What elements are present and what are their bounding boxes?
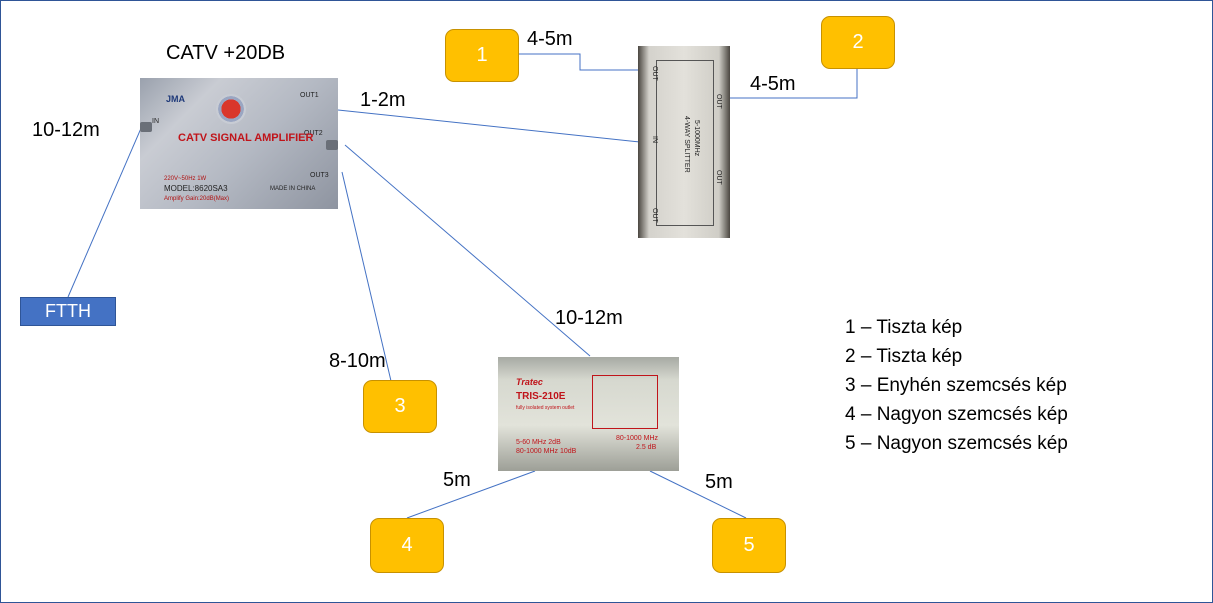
outlet-spec4: 2.5 dB xyxy=(636,444,657,451)
splitter-freq: 5-1000MHz xyxy=(693,120,700,157)
length-amp-3: 8-10m xyxy=(329,350,386,372)
amp-port-in-icon xyxy=(140,122,152,132)
amp-logo-icon xyxy=(216,94,246,124)
amp-out2-label: OUT2 xyxy=(304,130,323,137)
amplifier-image: JMA IN OUT1 OUT2 OUT3 CATV SIGNAL AMPLIF… xyxy=(140,78,338,209)
ftth-node: FTTH xyxy=(20,297,116,326)
outlet-desc: fully isolated system outlet xyxy=(516,405,575,411)
splitter-image: 4-WAY SPLITTER 5-1000MHz IN OUT OUT OUT … xyxy=(638,46,730,238)
line-splitter-1 xyxy=(518,53,640,71)
tv-box-5: 5 xyxy=(712,518,786,573)
legend-item: 4 – Nagyon szemcsés kép xyxy=(845,404,1068,425)
tv-box-1: 1 xyxy=(445,29,519,82)
splitter-out-d: OUT xyxy=(715,170,722,185)
legend: 1 – Tiszta kép 2 – Tiszta kép 3 – Enyhén… xyxy=(845,313,1068,458)
length-outlet-4: 5m xyxy=(443,469,471,491)
tv-box-4: 4 xyxy=(370,518,444,573)
outlet-spec3: 80-1000 MHz xyxy=(616,435,659,442)
splitter-in: IN xyxy=(651,136,658,143)
length-ftth-amp: 10-12m xyxy=(32,119,100,141)
line-amp-outlet xyxy=(344,144,591,357)
legend-item: 5 – Nagyon szemcsés kép xyxy=(845,433,1068,454)
amp-gain: Amplify Gain:20dB(Max) xyxy=(164,196,230,202)
splitter-out-a: OUT xyxy=(651,66,658,81)
amp-model: MODEL:8620SA3 xyxy=(164,184,228,193)
amp-out3-label: OUT3 xyxy=(310,172,329,179)
outlet-model: TRIS-210E xyxy=(516,391,566,402)
outlet-spec1: 5-60 MHz 2dB xyxy=(516,439,561,446)
amp-made: MADE IN CHINA xyxy=(270,186,316,192)
splitter-name: 4-WAY SPLITTER xyxy=(683,116,690,173)
legend-item: 3 – Enyhén szemcsés kép xyxy=(845,375,1067,396)
amp-brand: JMA xyxy=(166,94,186,104)
amp-out1-label: OUT1 xyxy=(300,92,319,99)
amp-title: CATV SIGNAL AMPLIFIER xyxy=(178,132,314,144)
length-splitter-2: 4-5m xyxy=(750,73,796,95)
line-amp-splitter xyxy=(337,109,641,143)
splitter-frame xyxy=(656,60,714,226)
length-outlet-5: 5m xyxy=(705,471,733,493)
tv-box-2: 2 xyxy=(821,16,895,69)
splitter-out-b: OUT xyxy=(651,208,658,223)
outlet-image: Tratec TRIS-210E fully isolated system o… xyxy=(498,357,679,471)
outlet-schematic-icon xyxy=(592,375,658,429)
length-splitter-1: 4-5m xyxy=(527,28,573,50)
line-ftth-amp xyxy=(67,125,143,298)
line-amp-3 xyxy=(341,171,392,382)
line-outlet-5 xyxy=(649,470,747,519)
length-amp-splitter: 1-2m xyxy=(360,89,406,111)
amp-power: 220V~50Hz 1W xyxy=(164,176,207,182)
amp-port-out2-icon xyxy=(326,140,338,150)
outlet-spec2: 80-1000 MHz 10dB xyxy=(516,448,577,455)
outlet-brand: Tratec xyxy=(516,377,543,387)
amp-in-label: IN xyxy=(152,118,159,125)
amplifier-title: CATV +20DB xyxy=(166,42,286,64)
legend-item: 2 – Tiszta kép xyxy=(845,346,963,367)
line-outlet-4 xyxy=(406,470,536,519)
length-amp-outlet: 10-12m xyxy=(555,307,623,329)
line-splitter-2 xyxy=(730,66,858,99)
legend-item: 1 – Tiszta kép xyxy=(845,317,963,338)
tv-box-3: 3 xyxy=(363,380,437,433)
splitter-out-c: OUT xyxy=(715,94,722,109)
